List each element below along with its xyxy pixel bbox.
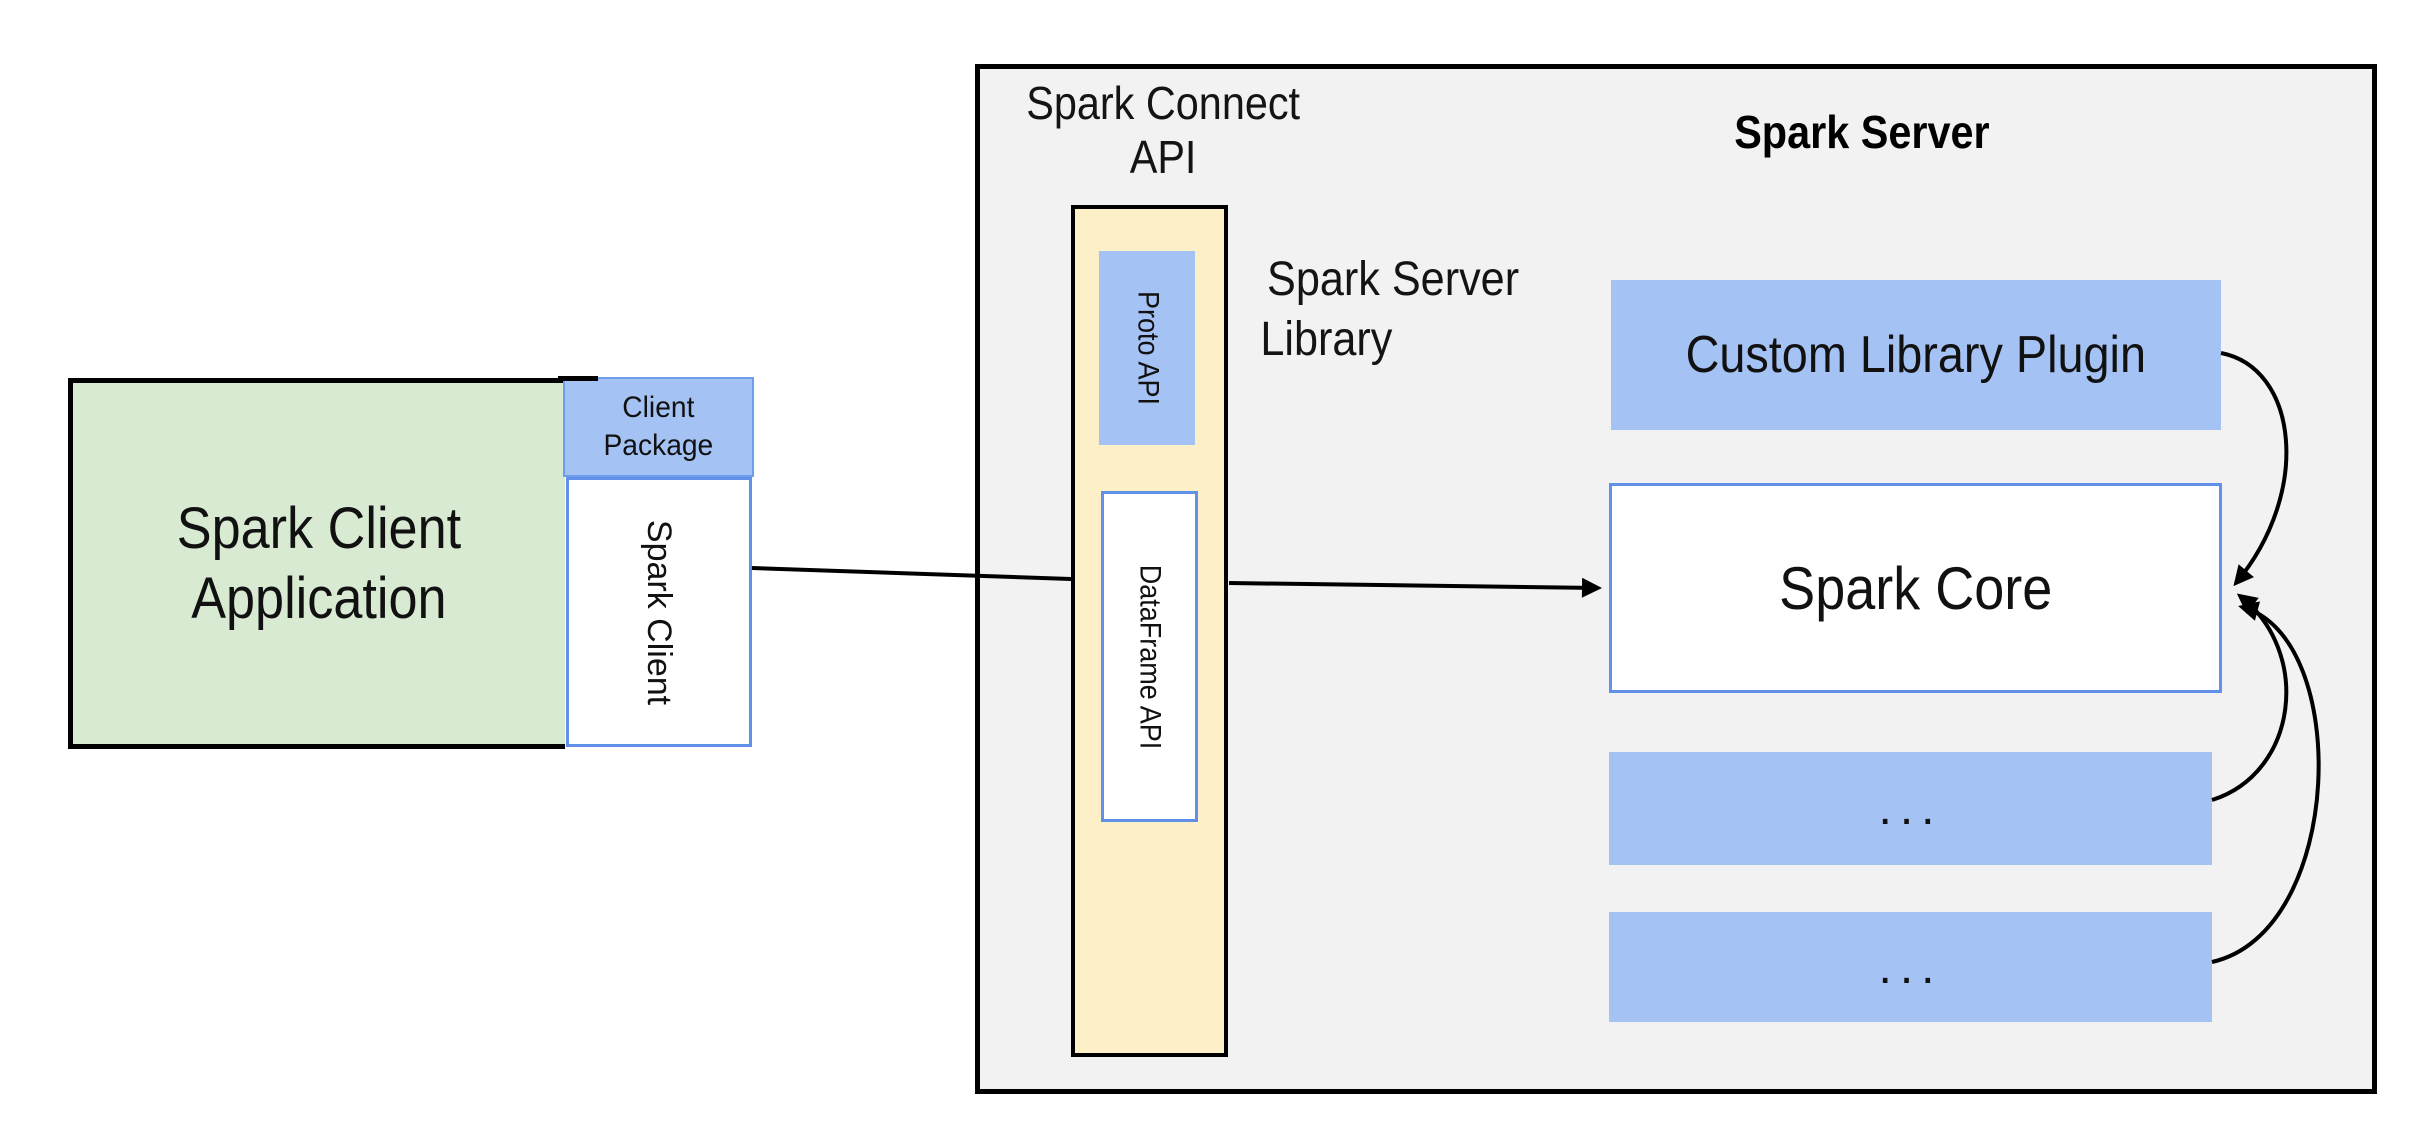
spark-server-library-label: Spark Server Library bbox=[1260, 253, 1520, 366]
client-app-border-notch bbox=[558, 376, 598, 381]
spark-client-label: Spark Client bbox=[640, 519, 679, 705]
spark-connect-api-label: Spark Connect API bbox=[1003, 76, 1323, 184]
custom-library-plugin-box: Custom Library Plugin bbox=[1611, 280, 2221, 430]
spark-core-label: Spark Core bbox=[1778, 554, 2053, 622]
server-module-box-1: ... bbox=[1609, 752, 2212, 865]
spark-core-box: Spark Core bbox=[1609, 483, 2222, 693]
spark-client-box: Spark Client bbox=[566, 477, 752, 747]
proto-api-box: Proto API bbox=[1099, 251, 1195, 445]
server-module-1-ellipsis: ... bbox=[1878, 782, 1943, 835]
proto-api-label: Proto API bbox=[1131, 290, 1164, 406]
server-module-box-2: ... bbox=[1609, 912, 2212, 1022]
spark-connect-api-label-line1: Spark Connect bbox=[1026, 77, 1300, 129]
client-package-box: Client Package bbox=[563, 377, 754, 477]
spark-client-application-label: Spark Client Application bbox=[176, 495, 462, 631]
client-package-label: Client Package bbox=[603, 391, 714, 462]
spark-connect-api-label-line2: API bbox=[1129, 131, 1197, 183]
spark-client-application-box: Spark Client Application bbox=[68, 378, 565, 749]
server-module-2-ellipsis: ... bbox=[1878, 940, 1943, 994]
custom-library-plugin-label: Custom Library Plugin bbox=[1685, 326, 2147, 384]
dataframe-api-label: DataFrame API bbox=[1133, 564, 1167, 749]
dataframe-api-box: DataFrame API bbox=[1101, 491, 1198, 822]
spark-server-title: Spark Server bbox=[1734, 106, 1990, 158]
